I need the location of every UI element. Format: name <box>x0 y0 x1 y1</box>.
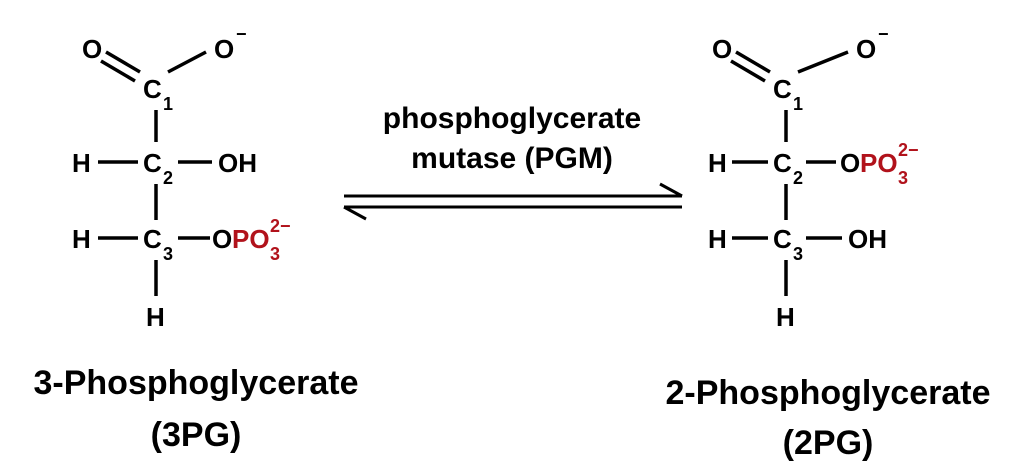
hydrogen-c3: H <box>708 224 727 254</box>
carbon-2: C <box>773 148 792 178</box>
carbon-3-number: 3 <box>793 244 803 264</box>
reverse-arrow-head <box>343 205 367 221</box>
carbon-1: C <box>773 74 792 104</box>
hydroxyl-c2: OH <box>218 148 257 178</box>
right-compound-name: 2-Phosphoglycerate <box>666 374 991 412</box>
phosphate-charge: 2− <box>270 216 291 236</box>
phosphate-link-oxygen: O <box>212 224 232 254</box>
negative-charge: − <box>878 24 889 44</box>
molecule-2pg: O O − C 1 H C 2 O PO 3 2− H C 3 OH H <box>708 24 919 332</box>
hydrogen-c2: H <box>72 148 91 178</box>
enzyme-name-line1: phosphoglycerate <box>383 102 641 135</box>
carbon-1-number: 1 <box>793 94 803 114</box>
carbon-2-number: 2 <box>793 168 803 188</box>
double-bond-a <box>105 50 141 74</box>
phosphate-group: PO <box>232 224 270 254</box>
phosphate-link-oxygen: O <box>840 148 860 178</box>
hydrogen-c2: H <box>708 148 727 178</box>
carbon-3-number: 3 <box>163 244 173 264</box>
equilibrium-arrows <box>343 182 683 221</box>
enzyme-name-line2: mutase (PGM) <box>411 142 613 175</box>
carbonyl-oxygen: O <box>712 34 732 64</box>
carboxylate-oxygen: O <box>214 34 234 64</box>
right-compound-abbr: (2PG) <box>783 424 874 462</box>
carbon-2: C <box>143 148 162 178</box>
carboxylate-oxygen: O <box>856 34 876 64</box>
double-bond-b <box>100 59 136 83</box>
double-bond-b <box>730 59 766 83</box>
hydrogen-bottom: H <box>146 302 165 332</box>
phosphate-charge: 2− <box>898 140 919 160</box>
carbon-2-number: 2 <box>163 168 173 188</box>
phosphate-subscript: 3 <box>270 244 280 264</box>
carbon-3: C <box>773 224 792 254</box>
bond-c1-ominus <box>797 50 849 74</box>
left-compound-abbr: (3PG) <box>151 416 242 454</box>
left-compound-name: 3-Phosphoglycerate <box>34 364 359 402</box>
phosphate-group: PO <box>860 148 898 178</box>
phosphate-subscript: 3 <box>898 168 908 188</box>
hydrogen-bottom: H <box>776 302 795 332</box>
bond-c1-ominus <box>167 50 207 74</box>
carbon-1-number: 1 <box>163 94 173 114</box>
carbon-3: C <box>143 224 162 254</box>
negative-charge: − <box>236 24 247 44</box>
carbon-1: C <box>143 74 162 104</box>
forward-arrow-head <box>659 182 683 198</box>
carbonyl-oxygen: O <box>82 34 102 64</box>
hydrogen-c3: H <box>72 224 91 254</box>
molecule-3pg: O O − C 1 H C 2 OH H C 3 O PO 3 2− H <box>72 24 291 332</box>
hydroxyl-c3: OH <box>848 224 887 254</box>
double-bond-a <box>735 50 771 74</box>
